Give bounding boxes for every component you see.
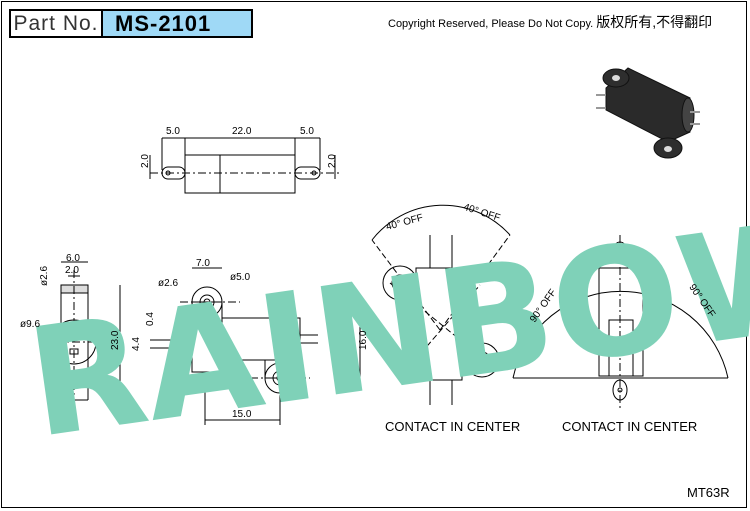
dim-mid-0-4: 0.4	[145, 312, 156, 326]
part-number-box: Part No. MS-2101	[9, 9, 253, 38]
dim-top-2-right: 2.0	[327, 154, 338, 168]
dim-left-phi9-6: ø9.6	[20, 319, 40, 330]
caption-view-2: CONTACT IN CENTER	[562, 419, 697, 434]
dim-left-6: 6.0	[66, 253, 80, 264]
copyright-english: Copyright Reserved, Please Do Not Copy.	[388, 18, 594, 30]
angle-40-right: 40° OFF	[462, 202, 501, 224]
dim-left-phi2-6: ø2.6	[39, 266, 50, 286]
dim-mid-4-4: 4.4	[131, 337, 142, 351]
dim-top-5-left: 5.0	[166, 126, 180, 137]
dim-mid-7: 7.0	[196, 258, 210, 269]
top-view	[149, 137, 340, 194]
part-label: Part No.	[11, 11, 103, 36]
copyright-chinese: 版权所有,不得翻印	[596, 14, 713, 30]
model-code: MT63R	[687, 485, 730, 500]
rotation-view-1	[371, 204, 511, 405]
dim-mid-phi5: ø5.0	[230, 272, 250, 283]
dim-top-5-right: 5.0	[300, 126, 314, 137]
product-3d-render	[596, 67, 700, 159]
front-view	[150, 267, 361, 425]
angle-40-left: 40° OFF	[385, 212, 424, 232]
copyright-notice: Copyright Reserved, Please Do Not Copy. …	[388, 12, 712, 32]
left-side-view	[40, 261, 121, 405]
dim-left-2: 2.0	[65, 265, 79, 276]
dim-mid-phi2-6: ø2.6	[158, 278, 178, 289]
part-number: MS-2101	[103, 11, 251, 36]
dim-top-22: 22.0	[232, 126, 252, 137]
dim-mid-16: 16.0	[358, 330, 369, 350]
dim-top-2-left: 2.0	[140, 154, 151, 168]
caption-view-1: CONTACT IN CENTER	[385, 419, 520, 434]
dim-mid-15: 15.0	[232, 409, 252, 420]
rotation-view-2	[512, 235, 729, 408]
dim-left-23: 23.0	[110, 330, 121, 350]
